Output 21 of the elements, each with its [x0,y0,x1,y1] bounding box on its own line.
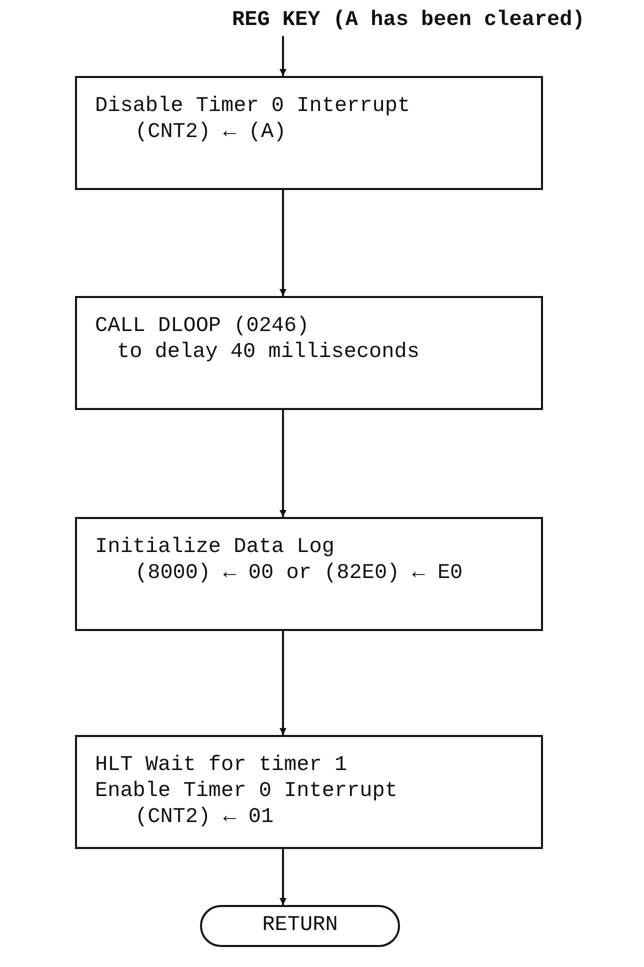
step-text: (CNT2) ← 01 [135,805,274,831]
flow-arrow [280,849,286,905]
step-title: CALL DLOOP (0246) [95,314,310,340]
flow-arrow [280,190,286,296]
step-title: Initialize Data Log [95,535,334,561]
process-box [75,735,543,849]
terminator-label: RETURN [261,913,339,939]
terminator [200,905,400,947]
step-text: to delay 40 milliseconds [117,340,420,366]
entry-label: REG KEY (A has been cleared) [232,8,585,34]
flow-arrow [280,410,286,517]
step-text: (CNT2) ← (A) [135,120,286,146]
step-text: (8000) ← 00 or (82E0) ← E0 [135,561,463,587]
flow-arrow [280,36,286,76]
step-title: Disable Timer 0 Interrupt [95,94,410,120]
process-box [75,296,543,410]
step-title: HLT Wait for timer 1 [95,753,348,779]
process-box [75,76,543,190]
process-box [75,517,543,631]
flow-arrow [280,631,286,735]
step-text: Enable Timer 0 Interrupt [95,779,398,805]
